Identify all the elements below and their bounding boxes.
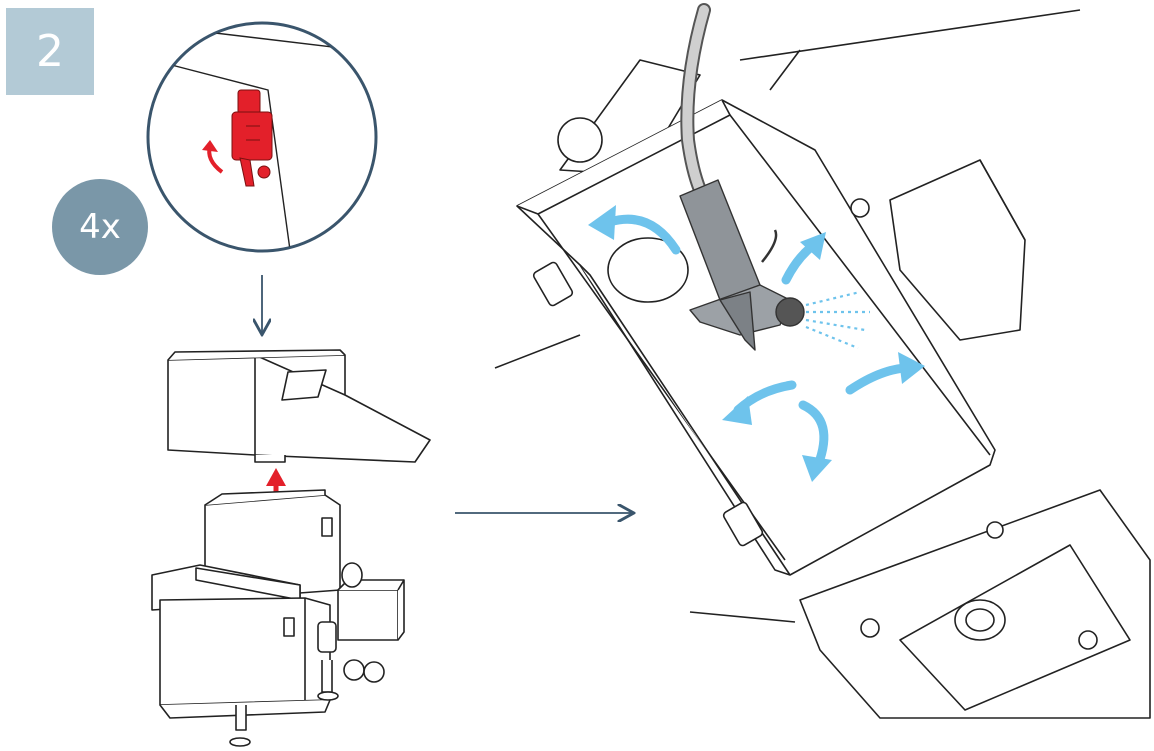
washing-scene: [494, 9, 1151, 719]
spray-nozzle-icon: [679, 179, 805, 351]
latch-detail-callout: [146, 21, 378, 253]
step-number-badge: 2: [6, 8, 94, 95]
water-spray: [805, 290, 870, 350]
repeat-count-badge: 4x: [52, 179, 148, 275]
hopper-cover: [167, 349, 431, 463]
step-number: 2: [36, 26, 64, 77]
latch-clip-icon: [231, 89, 273, 187]
machine-base: [151, 489, 405, 747]
repeat-count: 4x: [79, 207, 121, 247]
